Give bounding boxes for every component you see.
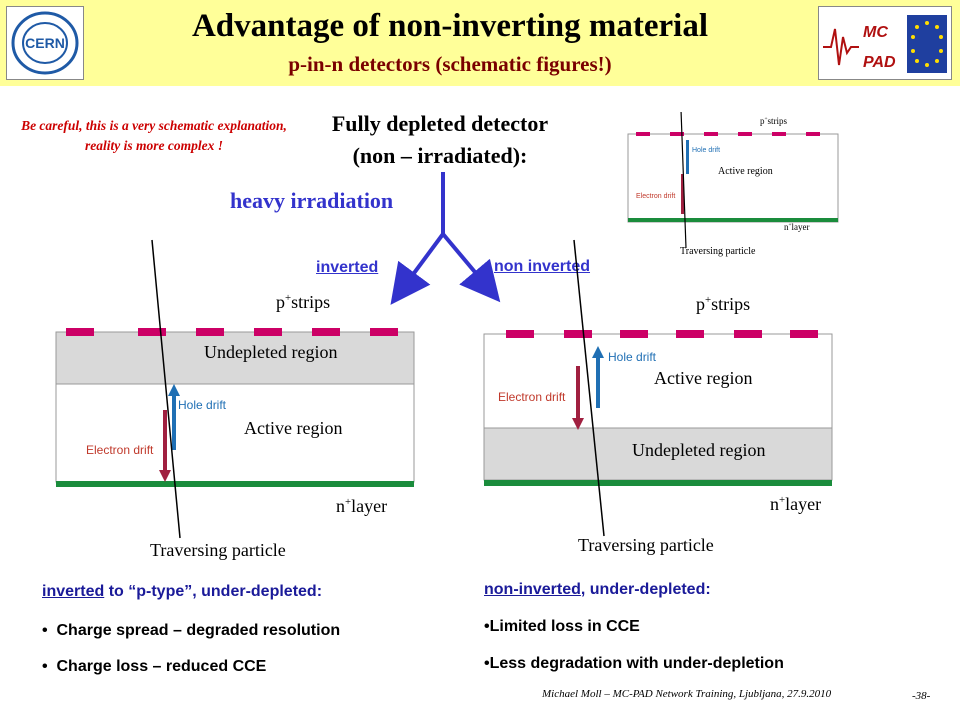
small-traversing-particle-label: Traversing particle xyxy=(680,246,756,257)
bottom-left-heading: inverted to “p-type”, under-depleted: xyxy=(42,583,322,601)
small-n-layer-label: n+layer xyxy=(784,222,810,232)
bottom-left-bullet-2: • Charge loss – reduced CCE xyxy=(42,658,267,675)
fully-depleted-heading: Fully depleted detector (non – irradiate… xyxy=(300,108,580,172)
warning-note: Be careful, this is a very schematic exp… xyxy=(21,118,287,153)
label-non-inverted: non inverted xyxy=(494,258,591,275)
non-inverted-undepleted-label: Undepleted region xyxy=(632,440,766,460)
non-inverted-n-layer-label: n+layer xyxy=(770,494,822,514)
non-inverted-p-strips-label: p+strips xyxy=(696,294,751,314)
bottom-right-bullet-1: •Limited loss in CCE xyxy=(484,618,640,635)
non-inverted-traversing-particle-label: Traversing particle xyxy=(578,535,714,555)
page-number: -38- xyxy=(912,690,931,702)
cern-logo-text: CERN xyxy=(25,35,65,51)
branch-arrow-non-inverted xyxy=(441,232,501,303)
heavy-irradiation-label: heavy irradiation xyxy=(230,188,394,213)
mcpad-logo-mc: MC xyxy=(863,24,888,41)
small-electron-drift-label: Electron drift xyxy=(636,193,676,200)
bottom-right-heading-underlined: non-inverted xyxy=(484,581,581,598)
bottom-left-heading-rest: to “p-type”, under-depleted: xyxy=(104,583,323,600)
inverted-electron-drift-label: Electron drift xyxy=(86,443,154,457)
bottom-right-bullet-2: •Less degradation with under-depletion xyxy=(484,655,784,672)
fully-depleted-line2: (non – irradiated): xyxy=(352,143,528,168)
bottom-right-heading-rest: , under-depleted: xyxy=(580,581,711,598)
mcpad-logo: MC PAD xyxy=(818,6,952,80)
inverted-active-region-label: Active region xyxy=(244,418,343,438)
slide-title: Advantage of non-inverting material xyxy=(191,8,709,44)
branch-arrow-inverted xyxy=(390,232,445,305)
bottom-left-bullet-1: • Charge spread – degraded resolution xyxy=(42,622,341,639)
cern-logo-icon: CERN xyxy=(11,11,79,75)
cern-logo: CERN xyxy=(6,6,84,80)
small-p-strips-label: p+strips xyxy=(760,116,788,126)
label-inverted: inverted xyxy=(316,259,379,276)
mcpad-logo-icon: MC PAD xyxy=(823,15,947,73)
slide-subtitle: p-in-n detectors (schematic figures!) xyxy=(288,52,612,76)
non-inverted-active-region-label: Active region xyxy=(654,368,753,388)
inverted-traversing-particle-label: Traversing particle xyxy=(150,540,286,560)
fully-depleted-line1: Fully depleted detector xyxy=(331,111,549,136)
header-bar xyxy=(0,0,960,86)
inverted-p-strips-label: p+strips xyxy=(276,292,331,312)
bottom-right-heading: non-inverted, under-depleted: xyxy=(484,581,711,599)
small-hole-drift-label: Hole drift xyxy=(692,147,721,154)
footer-text: Michael Moll – MC-PAD Network Training, … xyxy=(542,688,832,700)
inverted-n-layer-label: n+layer xyxy=(336,496,388,516)
detector-fully-depleted-drawing xyxy=(627,112,839,249)
non-inverted-electron-drift-label: Electron drift xyxy=(498,390,566,404)
bottom-left-heading-underlined: inverted xyxy=(42,583,105,600)
inverted-hole-drift-label: Hole drift xyxy=(178,398,227,412)
small-active-region-label: Active region xyxy=(718,166,773,177)
inverted-undepleted-label: Undepleted region xyxy=(204,342,338,362)
mcpad-logo-pad: PAD xyxy=(863,54,896,71)
non-inverted-hole-drift-label: Hole drift xyxy=(608,350,657,364)
